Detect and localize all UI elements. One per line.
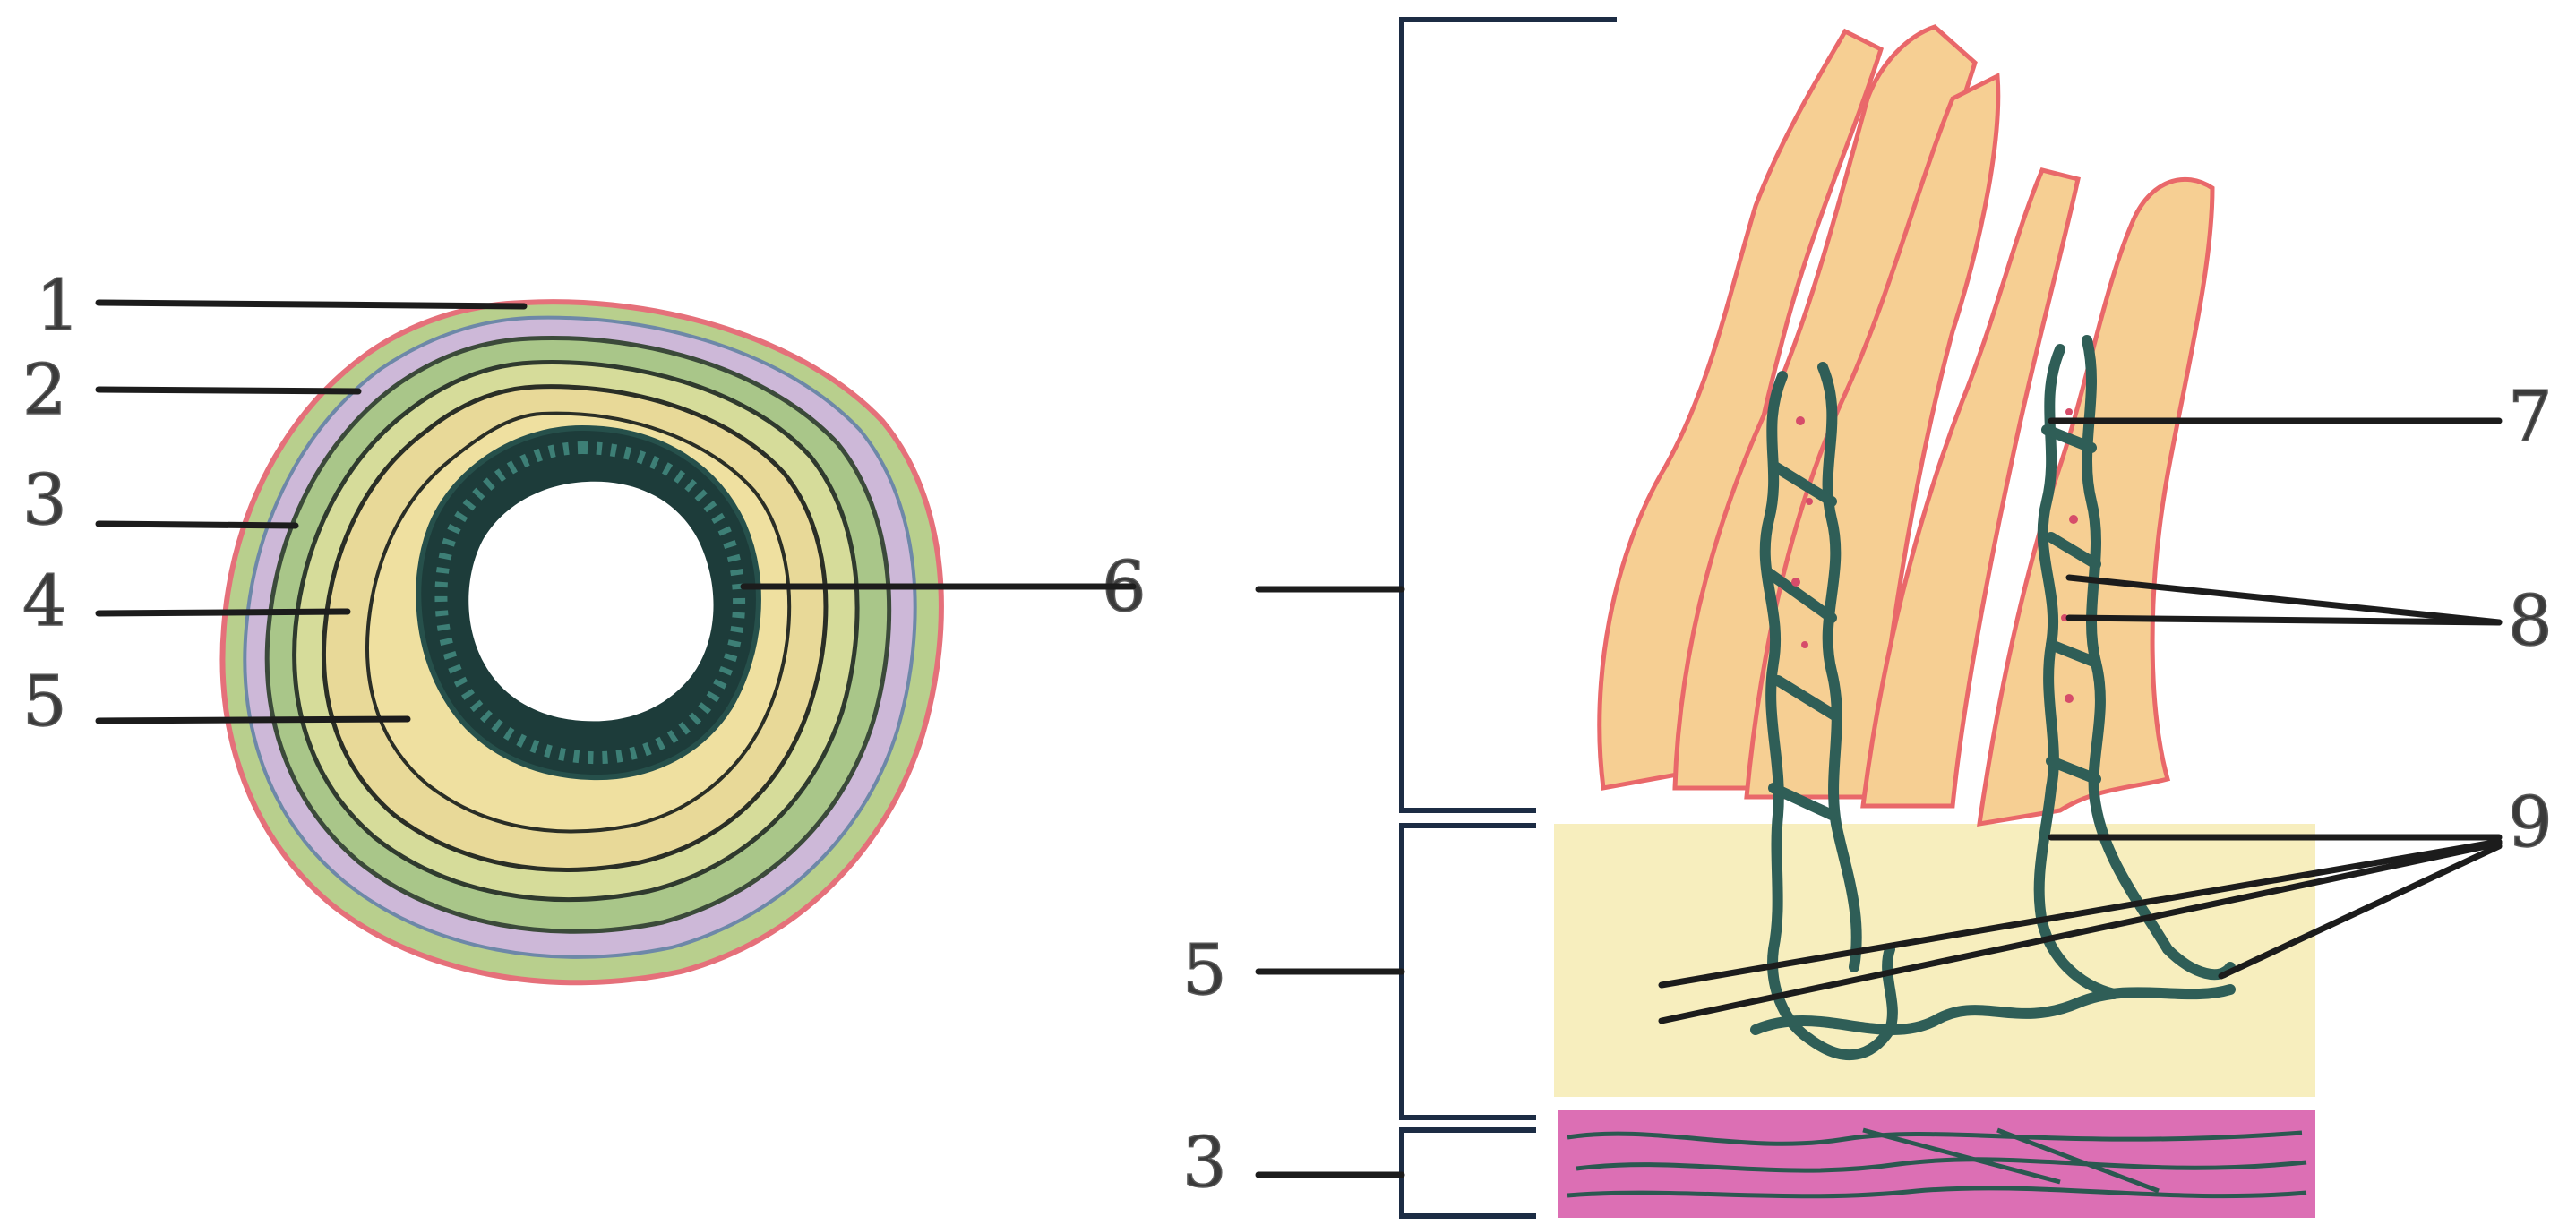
bracket-6 [1402,20,1617,810]
leader-line-8b [2069,618,2499,622]
label-5-right: 5 [1182,930,1227,1011]
cross-section [223,302,941,982]
lumen [468,482,713,722]
leader-line-1 [99,303,524,306]
label-9: 9 [2508,783,2553,863]
label-4: 4 [22,561,67,642]
label-3: 3 [22,460,67,541]
label-1: 1 [36,266,81,347]
label-3-right: 3 [1182,1123,1227,1204]
leader-line-5 [99,719,408,721]
bracket-5 [1402,826,1536,1118]
left-labels: 1 2 3 4 5 [22,266,81,742]
villi [1600,27,2212,824]
label-5: 5 [22,662,67,742]
label-2: 2 [22,350,67,431]
bracket-3 [1402,1130,1536,1216]
label-7: 7 [2508,377,2553,458]
leader-line-3 [99,524,296,526]
leader-line-2 [99,390,358,391]
label-8: 8 [2508,581,2553,662]
leader-line-4 [99,612,348,613]
